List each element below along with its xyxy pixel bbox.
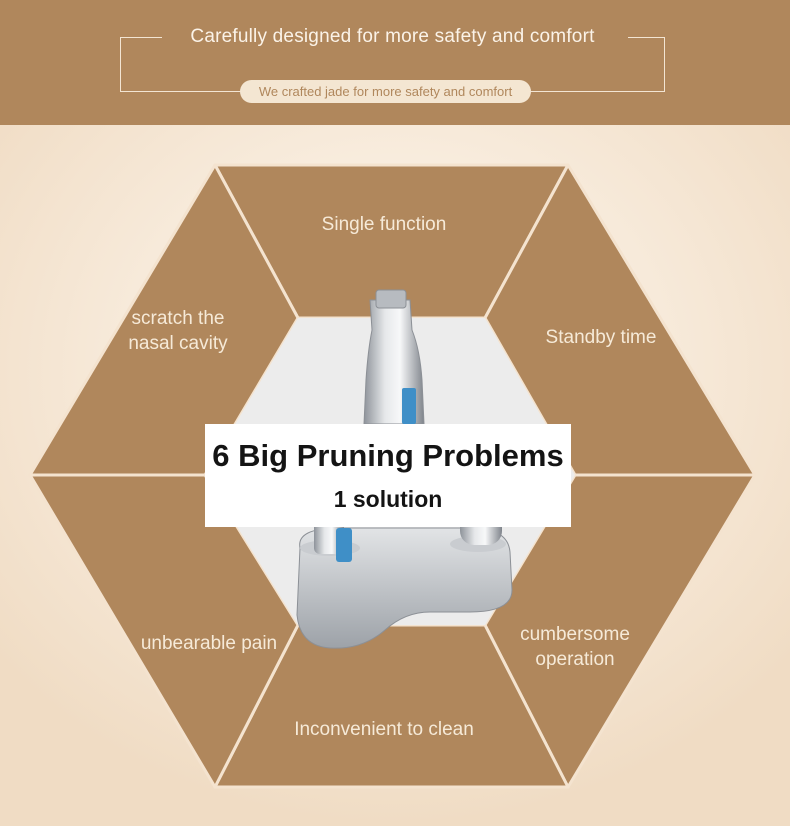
- problems-banner: 6 Big Pruning Problems 1 solution: [205, 424, 571, 527]
- label-single-function: Single function: [321, 214, 447, 235]
- banner-subtitle: 1 solution: [333, 486, 443, 512]
- label-cumbersome-line2: operation: [535, 649, 615, 670]
- label-unbearable-pain: unbearable pain: [140, 633, 278, 654]
- label-cumbersome-operation: cumbersome operation: [500, 622, 650, 672]
- label-scratch-nasal-cavity: scratch the nasal cavity: [108, 306, 248, 356]
- header-title: Carefully designed for more safety and c…: [190, 26, 595, 47]
- label-inconvenient-to-clean: Inconvenient to clean: [294, 719, 474, 740]
- header-subtitle-pill: We crafted jade for more safety and comf…: [240, 80, 531, 103]
- label-scratch-line1: scratch the: [131, 308, 225, 329]
- header-banner: [0, 0, 790, 125]
- label-standby-time: Standby time: [545, 327, 657, 348]
- label-scratch-line2: nasal cavity: [128, 333, 228, 354]
- label-cumbersome-line1: cumbersome: [520, 624, 630, 645]
- header-frame-top-right: [628, 37, 665, 38]
- header-frame-top-left: [120, 37, 162, 38]
- banner-title: 6 Big Pruning Problems: [212, 438, 564, 473]
